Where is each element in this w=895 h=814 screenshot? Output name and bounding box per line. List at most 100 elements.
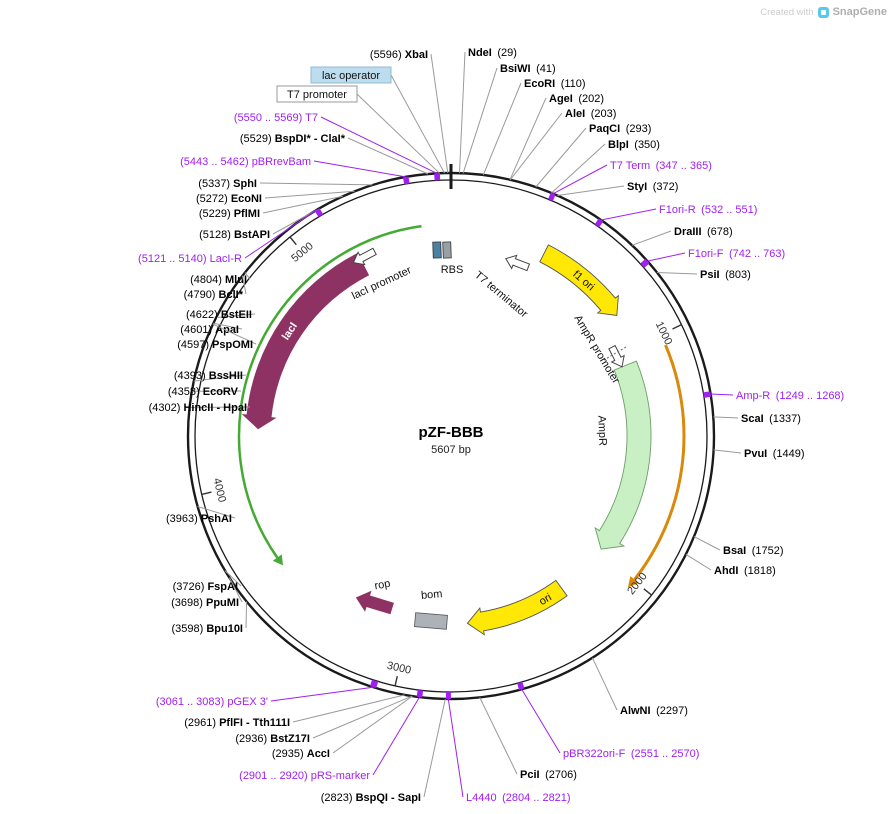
primer-label: L4440 (2804 .. 2821) — [466, 792, 571, 804]
enzyme-label: NdeI (29) — [468, 47, 517, 59]
primer-site-mark — [369, 679, 379, 689]
enzyme-label: (3963) PshAI — [166, 513, 232, 525]
lacI-region-arc — [237, 224, 422, 559]
ampR-promoter-dotted-line — [603, 346, 627, 361]
enzyme-leader-line — [197, 506, 236, 519]
enzyme-leader-line — [245, 601, 248, 629]
primer-leader-line — [447, 698, 464, 798]
enzyme-label: AgeI (202) — [549, 93, 604, 105]
scale-tick — [201, 491, 212, 496]
enzyme-label: AlwNI (2297) — [620, 705, 688, 717]
enzyme-leader-line — [631, 230, 672, 246]
enzyme-label: (5596) XbaI — [370, 49, 428, 61]
primer-label: (5550 .. 5569) T7 — [234, 112, 318, 124]
watermark-prefix: Created with — [760, 6, 814, 18]
boxed-label-leader — [390, 74, 445, 174]
enzyme-label: BsiWI (41) — [500, 63, 556, 75]
enzyme-label: (2936) BstZ17I — [235, 733, 310, 745]
enzyme-leader-line — [459, 51, 466, 174]
primer-label: F1ori-R (532 .. 551) — [659, 204, 757, 216]
primer-site-mark — [640, 258, 650, 268]
watermark: Created with SnapGene — [760, 6, 887, 18]
primer-site-mark — [402, 176, 410, 185]
rbs-box-1 — [432, 241, 442, 259]
enzyme-label: (4302) HincII - HpaI — [149, 402, 247, 414]
feature-name-label: T7 terminator — [472, 269, 530, 320]
enzyme-label: PsiI (803) — [700, 269, 751, 281]
enzyme-label: PaqCI (293) — [589, 123, 651, 135]
feature-name-label: RBS — [441, 264, 464, 276]
enzyme-label: DraIII (678) — [674, 226, 733, 238]
enzyme-label: (5337) SphI — [198, 178, 257, 190]
enzyme-label: AleI (203) — [565, 108, 616, 120]
enzyme-leader-line — [509, 112, 563, 181]
enzyme-leader-line — [224, 570, 242, 587]
enzyme-label: (4790) BclI* — [184, 289, 244, 301]
feature-AmpR — [594, 360, 652, 550]
bom-box — [414, 612, 448, 630]
primer-leader-line — [600, 208, 657, 221]
scale-tick-label: 2000 — [625, 571, 650, 598]
enzyme-leader-line — [713, 449, 742, 454]
enzyme-leader-line — [312, 695, 413, 739]
enzyme-label: (3698) PpuMI — [171, 597, 239, 609]
primer-label: F1ori-F (742 .. 763) — [688, 248, 785, 260]
primer-site-mark — [314, 208, 324, 217]
boxed-feature-label: T7 promoter — [287, 89, 347, 101]
lacI-promoter-arrow — [352, 247, 377, 266]
scale-tick — [394, 675, 398, 686]
feature-name-label: bom — [421, 588, 443, 602]
primer-leader-line — [647, 252, 686, 262]
scale-tick-label: 3000 — [386, 660, 413, 677]
enzyme-leader-line — [423, 698, 446, 798]
primer-label: (5443 .. 5462) pBRrevBam — [180, 156, 311, 168]
feature-label-ori: ori — [537, 591, 554, 608]
primer-leader-line — [244, 209, 318, 259]
t7-promoter-box — [276, 85, 358, 103]
watermark-brand: SnapGene — [832, 6, 887, 18]
enzyme-label: (5529) BspDI* - ClaI* — [240, 133, 346, 145]
enzyme-leader-line — [509, 97, 547, 180]
enzyme-label: PciI (2706) — [520, 769, 577, 781]
enzyme-label: (2823) BspQI - SapI — [321, 792, 421, 804]
scale-tick — [672, 323, 682, 330]
enzyme-label: (5229) PflMI — [199, 208, 260, 220]
primer-leader-line — [372, 696, 420, 776]
enzyme-label: PvuI (1449) — [744, 448, 805, 460]
primer-site-mark — [703, 391, 712, 398]
enzyme-label: (5272) EcoNI — [196, 193, 262, 205]
enzyme-leader-line — [347, 137, 429, 175]
enzyme-label: AhdI (1818) — [714, 565, 776, 577]
enzyme-label: (2935) AccI — [272, 748, 330, 760]
plasmid-size: 5607 bp — [431, 444, 471, 456]
primer-label: (3061 .. 3083) pGEX 3' — [156, 696, 268, 708]
enzyme-leader-line — [262, 195, 344, 214]
feature-lacI — [241, 252, 370, 430]
enzyme-label: ScaI (1337) — [741, 413, 801, 425]
enzyme-label: StyI (372) — [627, 181, 678, 193]
feature-ori — [466, 579, 568, 636]
scale-tick-label: 5000 — [289, 240, 316, 265]
enzyme-leader-line — [693, 536, 721, 551]
enzyme-leader-line — [292, 694, 405, 723]
feature-f1-ori — [539, 244, 619, 317]
enzyme-label: EcoRI (110) — [524, 78, 586, 90]
enzyme-leader-line — [228, 577, 243, 603]
ampR-region-arc-head — [627, 576, 639, 588]
lacI-region-arc-head — [272, 554, 283, 566]
enzyme-label: (4622) BstEII — [186, 309, 252, 321]
enzyme-label: (4597) PspOMI — [177, 339, 253, 351]
enzyme-leader-line — [213, 322, 243, 330]
scale-tick-label: 4000 — [211, 477, 228, 504]
enzyme-label: (4601) ApaI — [180, 324, 239, 336]
primer-leader-line — [521, 689, 561, 754]
enzyme-leader-line — [462, 67, 498, 174]
enzyme-leader-line — [656, 272, 698, 275]
primer-site-mark — [594, 218, 604, 228]
enzyme-leader-line — [551, 143, 606, 194]
enzyme-leader-line — [482, 82, 522, 176]
rop-arrow — [355, 590, 394, 615]
primer-label: T7 Term (347 .. 365) — [610, 160, 712, 172]
rbs-box-2 — [442, 241, 452, 259]
